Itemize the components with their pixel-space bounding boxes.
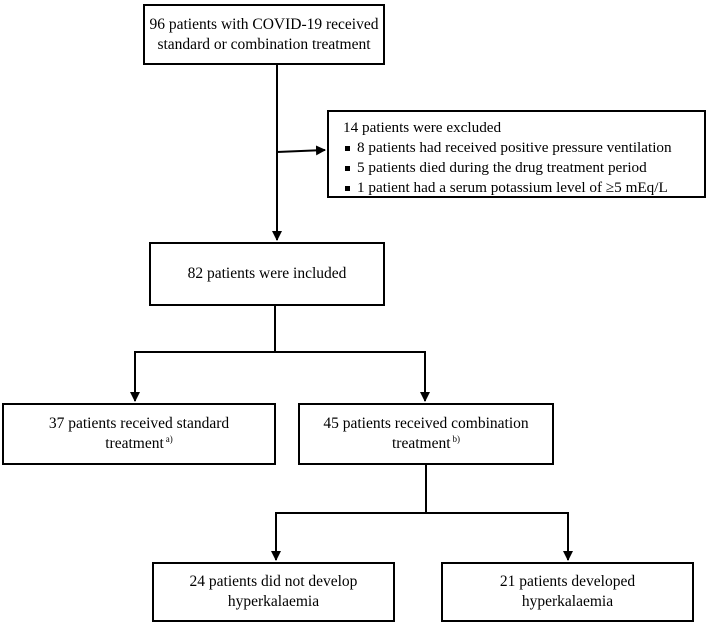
box-enrolled-line-1: 96 patients with COVID-19 received [149, 15, 379, 33]
excluded-item: 5 patients died during the drug treatmen… [343, 158, 704, 178]
box-enrolled-patients: 96 patients with COVID-19 received stand… [143, 4, 385, 65]
excluded-title: 14 patients were excluded [343, 119, 502, 136]
excluded-item-text: 5 patients died during the drug treatmen… [357, 159, 647, 176]
bullet-icon [345, 165, 350, 171]
connector-to-excluded [276, 145, 326, 156]
box-included-line-1: 82 patients were included [187, 265, 347, 282]
bullet-icon [345, 185, 350, 191]
excluded-item: 1 patient had a serum potassium level of… [343, 178, 704, 198]
footnote-marker-b: b) [452, 434, 461, 444]
excluded-item: 8 patients had received positive pressur… [343, 138, 704, 158]
box-combination-line-1: 45 patients received combination [323, 415, 529, 432]
bullet-icon [345, 145, 350, 151]
footnote-marker-a: a) [165, 434, 173, 444]
box-hyperkalaemia: 21 patients developed hyperkalaemia [441, 562, 694, 622]
box-hyperkalaemia-line-2: hyperkalaemia [521, 593, 614, 610]
excluded-item-text: 8 patients had received positive pressur… [357, 139, 672, 156]
box-included-patients: 82 patients were included [149, 242, 385, 306]
box-standard-line-2-text: treatment [105, 435, 164, 452]
box-no-hyperkalaemia-line-2: hyperkalaemia [227, 593, 320, 610]
box-no-hyperkalaemia-line-1: 24 patients did not develop [189, 573, 358, 590]
box-standard-line-1: 37 patients received standard [48, 415, 230, 432]
box-excluded-patients: 14 patients were excluded 8 patients had… [327, 110, 706, 198]
box-combination-treatment: 45 patients received combination treatme… [298, 403, 554, 465]
box-hyperkalaemia-line-1: 21 patients developed [499, 573, 636, 590]
box-enrolled-line-2: standard or combination treatment [157, 35, 371, 53]
box-no-hyperkalaemia: 24 patients did not develop hyperkalaemi… [152, 562, 395, 622]
excluded-item-text: 1 patient had a serum potassium level of… [357, 179, 668, 196]
box-combination-line-2-text: treatment [391, 435, 451, 452]
